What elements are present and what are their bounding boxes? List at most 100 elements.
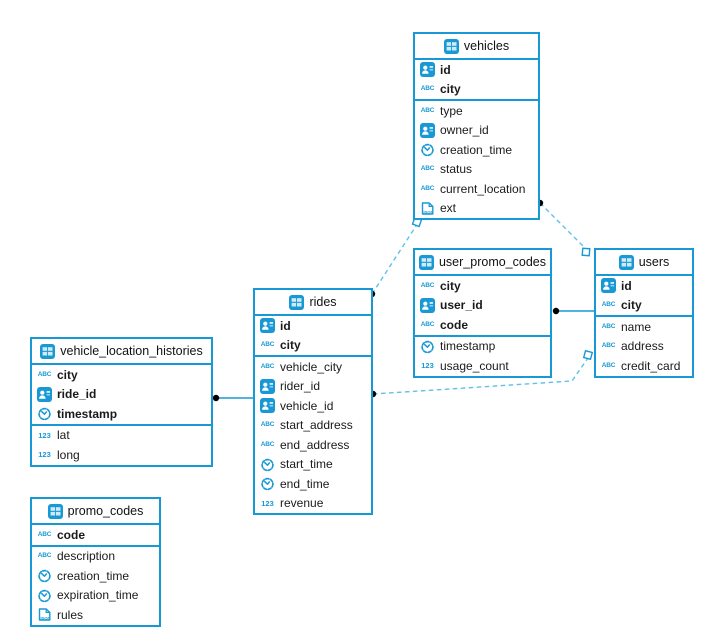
- clock-icon: [37, 588, 52, 603]
- field-row-id[interactable]: id: [596, 276, 692, 296]
- field-name: id: [621, 278, 632, 293]
- numeric-123-icon: 123: [261, 498, 274, 508]
- field-row-id[interactable]: id: [255, 316, 371, 336]
- field-row-id[interactable]: id: [415, 60, 538, 80]
- field-row-creation_time[interactable]: creation_time: [415, 140, 538, 160]
- field-name: end_address: [280, 437, 350, 452]
- field-name: creation_time: [57, 568, 130, 583]
- field-row-start_time[interactable]: start_time: [255, 455, 371, 475]
- field-row-city[interactable]: ABC city: [255, 336, 371, 356]
- numeric-123-icon: 123: [38, 450, 51, 459]
- id-badge-icon: [420, 62, 435, 78]
- json-document-icon: JSON: [37, 607, 52, 622]
- abc-text-icon: ABC: [260, 341, 275, 348]
- field-row-timestamp[interactable]: timestamp: [415, 337, 550, 357]
- field-row-long[interactable]: 123 long: [32, 445, 211, 465]
- clock-icon: [37, 406, 52, 421]
- table-grid-icon: [289, 294, 305, 310]
- table-header[interactable]: rides: [255, 290, 371, 316]
- field-row-vehicle_id[interactable]: vehicle_id: [255, 396, 371, 416]
- table-header[interactable]: vehicle_location_histories: [32, 339, 211, 365]
- field-row-owner_id[interactable]: owner_id: [415, 121, 538, 141]
- field-name: city: [440, 278, 461, 293]
- field-name: rules: [57, 607, 84, 622]
- abc-text-icon: ABC: [260, 362, 275, 370]
- abc-text-icon: ABC: [601, 361, 616, 369]
- field-name: ride_id: [57, 387, 97, 402]
- abc-text-icon: ABC: [37, 370, 52, 378]
- abc-text-icon: ABC: [420, 184, 435, 192]
- field-row-expiration_time[interactable]: expiration_time: [32, 586, 159, 606]
- field-name: city: [440, 82, 461, 97]
- abc-text-icon: ABC: [420, 165, 435, 172]
- field-row-ride_id[interactable]: ride_id: [32, 385, 211, 405]
- abc-text-icon: ABC: [420, 320, 435, 328]
- abc-text-icon: ABC: [420, 281, 435, 289]
- field-name: timestamp: [57, 406, 118, 421]
- abc-text-icon: ABC: [37, 530, 52, 538]
- field-name: start_time: [280, 457, 333, 472]
- abc-text-icon: ABC: [601, 301, 616, 308]
- relationship-square-marker: [582, 349, 594, 361]
- field-name: long: [57, 447, 80, 462]
- field-name: rider_id: [280, 379, 321, 394]
- table-header[interactable]: user_promo_codes: [415, 250, 550, 276]
- field-name: creation_time: [440, 142, 513, 157]
- field-row-end_time[interactable]: end_time: [255, 474, 371, 494]
- field-row-creation_time[interactable]: creation_time: [32, 566, 159, 586]
- field-row-rider_id[interactable]: rider_id: [255, 377, 371, 397]
- field-row-rules[interactable]: JSON rules: [32, 605, 159, 625]
- table-grid-icon: [40, 343, 56, 359]
- field-row-timestamp[interactable]: timestamp: [32, 404, 211, 424]
- table-header[interactable]: users: [596, 250, 692, 276]
- table-header[interactable]: promo_codes: [32, 499, 159, 525]
- field-row-user_id[interactable]: user_id: [415, 296, 550, 316]
- id-badge-icon: [420, 122, 435, 138]
- relationship-dot-marker: [552, 307, 560, 315]
- numeric-123-icon: 123: [38, 430, 51, 440]
- relationship-line-rides-vehicles: [371, 225, 417, 295]
- field-row-city[interactable]: ABC city: [32, 365, 211, 385]
- table-name: user_promo_codes: [438, 255, 546, 269]
- clock-icon: [260, 457, 275, 472]
- field-name: timestamp: [440, 339, 496, 354]
- id-badge-icon: [37, 386, 52, 402]
- abc-text-icon: ABC: [420, 106, 435, 114]
- field-name: name: [621, 319, 652, 334]
- field-name: city: [280, 338, 301, 353]
- field-name: city: [57, 367, 78, 382]
- table-header[interactable]: vehicles: [415, 34, 538, 60]
- field-row-city[interactable]: ABC city: [415, 276, 550, 296]
